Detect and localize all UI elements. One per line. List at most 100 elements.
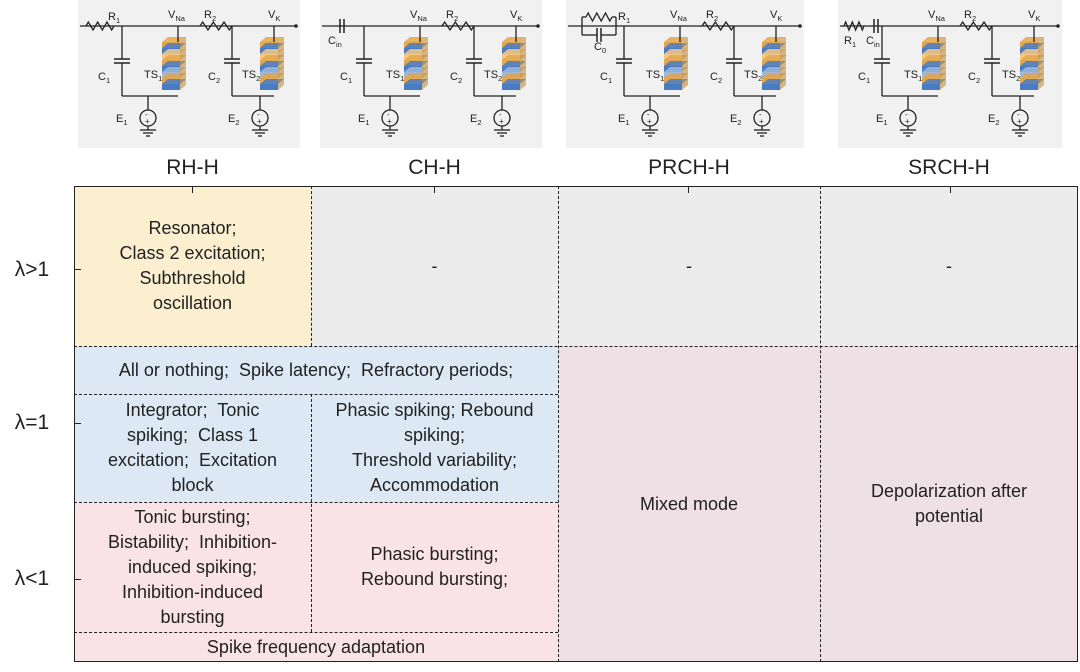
axis-tick (74, 269, 81, 270)
voltage-source-icon: + (1017, 117, 1022, 126)
cell-line: Class 2 excitation; (119, 243, 266, 263)
row-label-lambda-eq-1: λ=1 (14, 411, 50, 434)
threshold-switch-1-icon (664, 84, 682, 90)
resistor-icon (199, 20, 233, 32)
cell-text: Mixed mode (639, 493, 739, 514)
axis-tick (74, 579, 81, 580)
c1-label: C1 (340, 71, 352, 85)
vk-label: VK (510, 9, 522, 23)
cell-prch-mixed-mode: Mixed mode (558, 346, 820, 662)
resistor-icon (959, 20, 993, 32)
cell-line: Depolarization after (870, 481, 1028, 501)
voltage-source-icon: - (1017, 110, 1020, 119)
threshold-switch-2-icon (520, 37, 526, 90)
threshold-switch-1-icon (162, 84, 180, 90)
divider (74, 346, 1078, 347)
e2-label: E2 (988, 113, 1000, 127)
voltage-source-icon: + (387, 117, 392, 126)
cell-line: Threshold variability; (351, 450, 518, 470)
axis-tick (950, 186, 951, 193)
cell-line: Subthreshold (139, 268, 246, 288)
threshold-switch-1-icon (422, 37, 428, 90)
terminal-icon (294, 24, 298, 28)
e1-label: E1 (116, 113, 128, 127)
vk-label: VK (770, 9, 782, 23)
threshold-switch-1-icon (404, 37, 428, 42)
r1-label: R1 (618, 11, 630, 25)
threshold-switch-1-icon (682, 37, 688, 90)
ts1-label: TS1 (144, 69, 162, 83)
threshold-switch-1-icon (180, 37, 186, 90)
ts1-label: TS1 (646, 69, 664, 83)
r2-label: R2 (964, 9, 976, 23)
c1-label: C1 (858, 71, 870, 85)
r2-label: R2 (204, 9, 216, 23)
resistor-icon (85, 20, 115, 32)
cell-line: Bistability; Inhibition- (107, 531, 278, 552)
c1-label: C1 (98, 71, 110, 85)
voltage-source-icon: + (499, 117, 504, 126)
c1-label: C1 (600, 71, 612, 85)
voltage-source-icon: + (257, 117, 262, 126)
cell-srch-mixed-mode: Depolarization after potential (820, 346, 1078, 662)
terminal-icon (536, 24, 540, 28)
r1-label: R1 (844, 35, 856, 49)
r2-label: R2 (446, 9, 458, 23)
column-label-ch-h: CH-H (408, 156, 461, 179)
threshold-switch-1-icon (940, 37, 946, 90)
threshold-switch-1-icon (162, 37, 186, 42)
cell-line: Tonic bursting; (134, 506, 251, 527)
threshold-switch-2-icon (780, 37, 786, 90)
axis-tick (74, 423, 81, 424)
resistor-icon (701, 20, 735, 32)
divider (311, 394, 312, 632)
e2-label: E2 (228, 113, 240, 127)
e1-label: E1 (358, 113, 370, 127)
terminal-icon (798, 24, 802, 28)
cell-rh-lambda-lt-1: Tonic bursting; Bistability; Inhibition-… (74, 502, 311, 632)
cell-line: Inhibition-induced (121, 581, 264, 602)
cell-line: excitation; Excitation (107, 450, 278, 470)
cell-line: bursting (160, 606, 225, 627)
cell-line: Phasic spiking; Rebound (335, 400, 534, 420)
cell-line: potential (914, 506, 984, 526)
axis-tick (434, 186, 435, 193)
c2-label: C2 (208, 71, 220, 85)
voltage-source-icon: + (647, 117, 652, 126)
voltage-source-icon: - (647, 110, 650, 119)
ts2-label: TS2 (484, 69, 502, 83)
row-label-lambda-lt-1: λ<1 (14, 567, 50, 590)
terminal-icon (1056, 24, 1060, 28)
axis-tick (192, 186, 193, 193)
cell-line: Accommodation (369, 475, 500, 495)
voltage-source-icon: - (499, 110, 502, 119)
threshold-switch-2-icon (260, 84, 278, 90)
cell-prch-lambda-gt-1: - (558, 186, 820, 346)
cell-ch-lambda-eq-1: Phasic spiking; Rebound spiking; Thresho… (311, 394, 558, 502)
r2-label: R2 (706, 9, 718, 23)
vna-label: VNa (670, 9, 688, 23)
threshold-switch-2-icon (762, 84, 780, 90)
ts2-label: TS2 (1002, 69, 1020, 83)
threshold-switch-2-icon (260, 37, 284, 42)
cell-text: All or nothing; Spike latency; Refractor… (118, 359, 514, 380)
cell-text: Spike frequency adaptation (206, 636, 426, 657)
column-label-rh-h: RH-H (166, 156, 219, 179)
cell-rh-lambda-eq-1: Integrator; Tonic spiking; Class 1 excit… (74, 394, 311, 502)
voltage-source-icon: + (905, 117, 910, 126)
voltage-source-icon: + (145, 117, 150, 126)
cell-line: Rebound bursting; (360, 569, 509, 589)
voltage-source-icon: - (387, 110, 390, 119)
ts2-label: TS2 (744, 69, 762, 83)
e2-label: E2 (730, 113, 742, 127)
c2-label: C2 (710, 71, 722, 85)
e1-label: E1 (876, 113, 888, 127)
empty-dash: - (686, 255, 692, 276)
cell-line: induced spiking; (127, 556, 258, 577)
